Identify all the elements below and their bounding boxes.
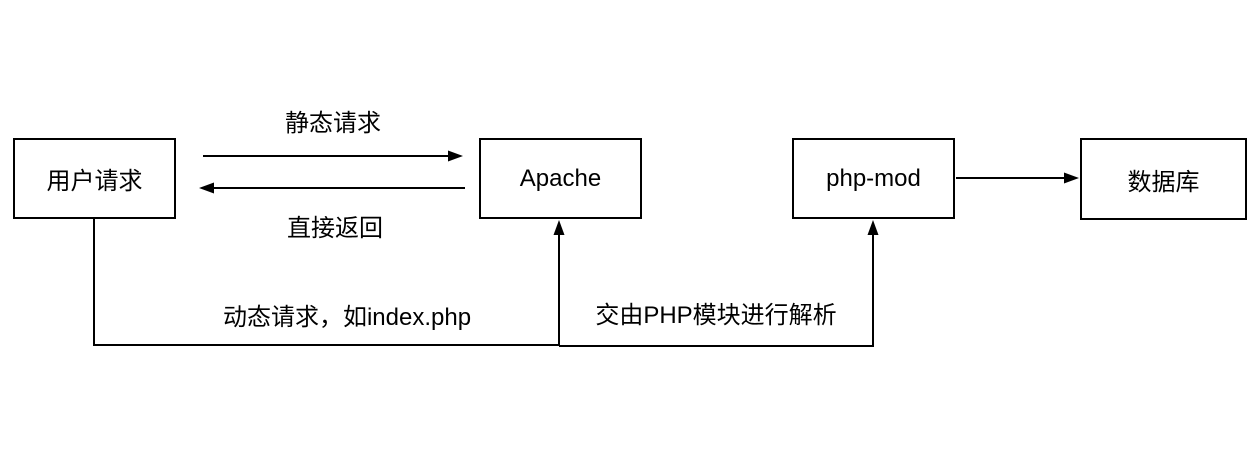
arrowhead-php-parse-icon <box>867 220 879 235</box>
edge-php-parse-line <box>559 234 874 347</box>
node-user-request-label: 用户请求 <box>46 168 143 195</box>
edge-lines <box>93 155 1065 347</box>
edge-dynamic-request-line <box>93 219 560 346</box>
edge-arrowheads <box>199 150 1079 235</box>
edge-label-dynamic-request: 动态请求，如index.php <box>222 304 472 331</box>
node-php-mod-label: php-mod <box>826 164 921 192</box>
node-database: 数据库 <box>1080 138 1247 220</box>
edge-label-direct-return: 直接返回 <box>287 215 383 242</box>
edge-label-php-parse: 交由PHP模块进行解析 <box>595 302 837 329</box>
node-user-request: 用户请求 <box>13 138 176 219</box>
node-database-label: 数据库 <box>1127 168 1200 196</box>
arrowhead-direct-return-icon <box>199 182 214 194</box>
arrowhead-php-to-db-icon <box>1064 172 1079 184</box>
arrowhead-dynamic-request-icon <box>553 220 565 235</box>
node-apache: Apache <box>479 138 642 219</box>
node-php-mod: php-mod <box>792 138 955 219</box>
node-apache-label: Apache <box>519 164 602 192</box>
edge-label-static-request: 静态请求 <box>285 110 381 137</box>
arrowhead-static-request-icon <box>448 150 463 162</box>
